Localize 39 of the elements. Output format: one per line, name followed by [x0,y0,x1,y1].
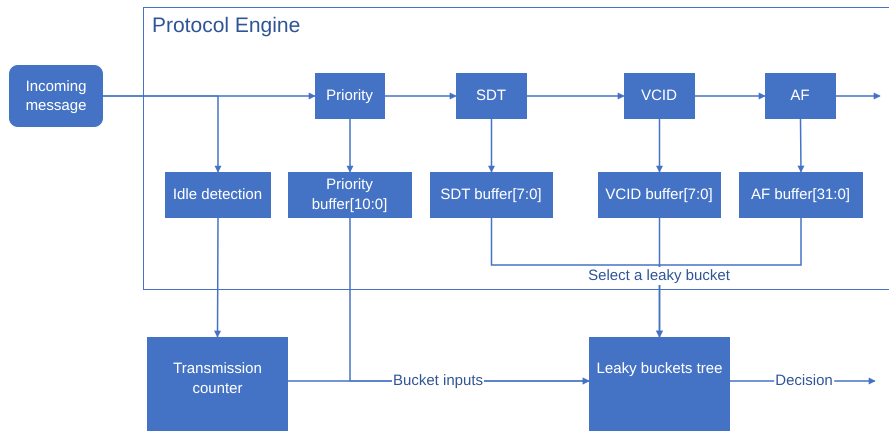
input-box [9,65,103,127]
box-label: Idle detection [172,184,262,204]
edge-label: Bucket inputs [392,372,484,390]
box-label: VCID buffer[7:0] [605,184,713,204]
process-box [314,72,384,118]
arrow [695,92,766,100]
process-box [288,172,412,218]
arrow [103,95,222,173]
process-box [430,172,552,218]
box-label: AF buffer[31:0] [751,184,850,204]
process-box [598,172,720,218]
process-box [624,72,694,118]
box-label: SDT [476,86,506,106]
box-label: Priority buffer[10:0] [310,175,388,214]
arrow [488,119,495,173]
box-label: Leaky buckets tree [596,359,722,378]
process-box [164,172,270,218]
process-box [764,72,836,118]
arrow [656,218,802,338]
arrow [797,119,804,173]
arrow [385,92,457,100]
box-label: Incoming message [24,76,88,116]
arrow [214,218,222,338]
engine-container [143,7,889,290]
process-box [589,337,730,431]
box-label: SDT buffer[7:0] [440,184,542,204]
arrow [656,119,663,173]
box-label: VCID [641,86,677,106]
arrow [346,119,354,173]
arrow [836,92,881,100]
container-title: Protocol Engine [152,14,300,38]
box-label: Transmission counter [172,359,263,398]
process-box [738,172,862,218]
box-label: Priority [326,86,373,106]
process-box [456,72,526,118]
box-label: AF [790,86,810,106]
edge-label: Select a leaky bucket [587,267,731,285]
process-box [147,337,288,431]
arrow [527,92,625,100]
